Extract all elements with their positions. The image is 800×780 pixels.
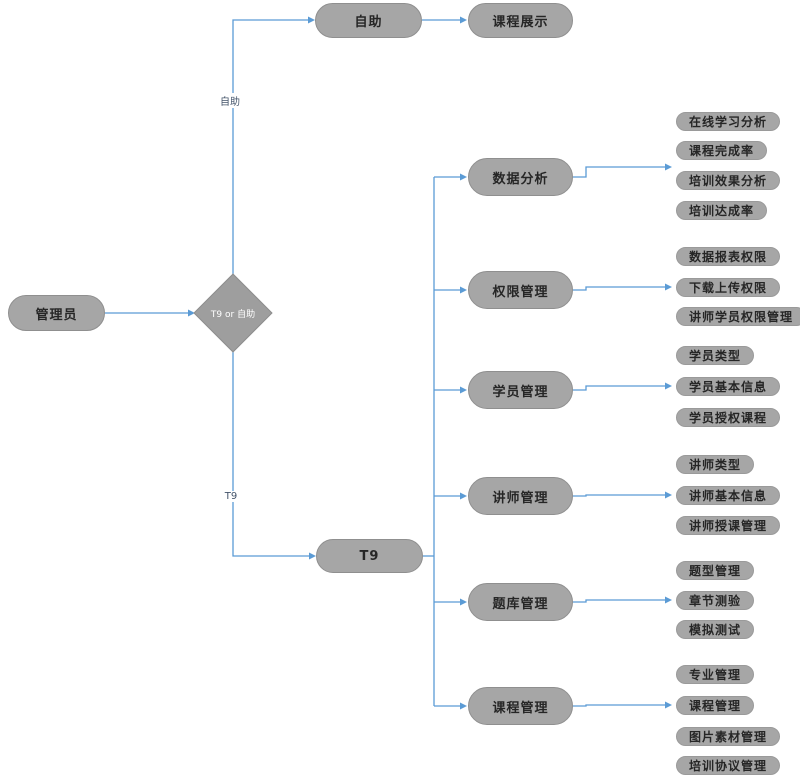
leaf-lecturer-teaching-mgmt: 讲师授课管理 xyxy=(676,516,781,535)
edge-label-t9: T9 xyxy=(222,491,240,502)
node-self-service: 自助 xyxy=(315,3,422,38)
leaf-online-learning-analysis: 在线学习分析 xyxy=(676,112,781,131)
node-admin: 管理员 xyxy=(8,295,105,331)
node-course-display: 课程展示 xyxy=(468,3,573,38)
edge-data-analysis-leaves xyxy=(573,163,672,178)
edge-permission-leaves xyxy=(573,283,672,291)
leaf-training-achievement-rate: 培训达成率 xyxy=(676,201,768,220)
node-lecturer-mgmt: 讲师管理 xyxy=(468,477,573,515)
decision-diamond-label: T9 or 自助 xyxy=(210,310,256,320)
edge-student-leaves xyxy=(573,382,672,391)
leaf-image-material-mgmt: 图片素材管理 xyxy=(676,727,781,746)
edge-course-leaves xyxy=(573,701,672,709)
leaf-chapter-quiz: 章节测验 xyxy=(676,591,755,610)
leaf-training-agreement-mgmt: 培训协议管理 xyxy=(676,756,781,775)
leaf-student-type: 学员类型 xyxy=(676,346,755,365)
edge-decision-to-t9 xyxy=(232,352,316,560)
node-permission-mgmt: 权限管理 xyxy=(468,271,573,309)
leaf-course-completion-rate: 课程完成率 xyxy=(676,141,768,160)
leaf-student-basic-info: 学员基本信息 xyxy=(676,377,781,396)
node-student-mgmt: 学员管理 xyxy=(468,371,573,409)
leaf-mock-test: 模拟测试 xyxy=(676,620,755,639)
leaf-course-mgmt: 课程管理 xyxy=(676,696,755,715)
leaf-data-report-permission: 数据报表权限 xyxy=(676,247,781,266)
node-data-analysis: 数据分析 xyxy=(468,158,573,196)
leaf-student-authorized-courses: 学员授权课程 xyxy=(676,408,781,427)
edge-decision-to-selfservice xyxy=(232,16,315,274)
edge-question-bank-leaves xyxy=(573,596,672,604)
leaf-question-type-mgmt: 题型管理 xyxy=(676,561,755,580)
edge-label-self-service: 自助 xyxy=(218,93,242,108)
leaf-major-mgmt: 专业管理 xyxy=(676,665,755,684)
node-question-bank-mgmt: 题库管理 xyxy=(468,583,573,621)
edge-lecturer-leaves xyxy=(573,491,672,499)
node-t9: T9 xyxy=(316,539,423,573)
leaf-lecturer-type: 讲师类型 xyxy=(676,455,755,474)
leaf-training-effect-analysis: 培训效果分析 xyxy=(676,171,781,190)
leaf-lecturer-basic-info: 讲师基本信息 xyxy=(676,486,781,505)
leaf-download-upload-permission: 下载上传权限 xyxy=(676,278,781,297)
leaf-lecturer-student-permission: 讲师学员权限管理 xyxy=(676,307,800,326)
node-course-mgmt: 课程管理 xyxy=(468,687,573,725)
